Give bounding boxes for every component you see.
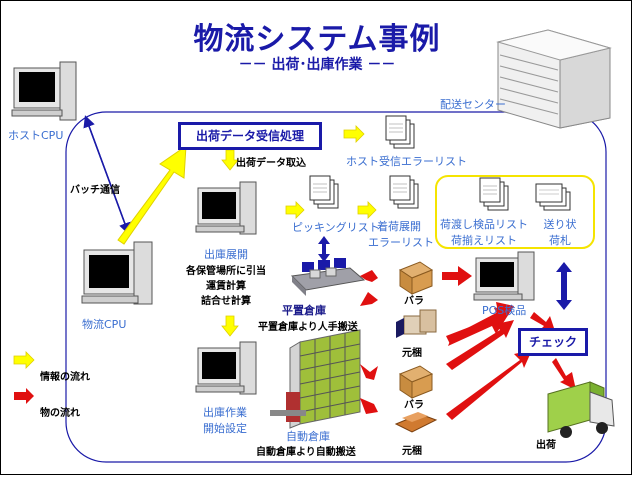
box-icon: [394, 412, 438, 433]
shipping-data-process-box: 出荷データ受信処理: [178, 122, 322, 150]
shipping-expand-line4: 詰合せ計算: [201, 296, 251, 307]
logistics-computer-icon: [81, 241, 153, 305]
batch-comm-label: バッチ通信: [70, 185, 120, 196]
truck-icon: [547, 381, 615, 438]
picking-link-arrow: [318, 236, 330, 262]
bara-label-2: バラ: [404, 400, 424, 411]
arrival-error-list-line2: エラーリスト: [368, 236, 434, 249]
pos-inspection-label: POS検品: [482, 304, 527, 317]
shipping-expand-label: 出庫展開 各保管場所に引当 運賃計算 詰合せ計算: [170, 246, 282, 307]
invoice-line2: 荷札: [549, 234, 571, 247]
bara-label-1: バラ: [404, 296, 424, 307]
delivery-list-line1: 荷渡し検品リスト: [440, 218, 528, 231]
shipping-computer-icon: [195, 181, 257, 235]
motokon-label-2: 元梱: [402, 446, 422, 457]
pos-computer-icon: [473, 251, 535, 301]
output-documents-box: [435, 175, 595, 249]
arrival-error-list-label: 着荷展開 エラーリスト: [368, 218, 434, 250]
arrival-error-list-line1: 着荷展開: [377, 220, 421, 233]
info-flow-arrows: [13, 125, 377, 369]
flat-warehouse-icon: [290, 258, 366, 296]
invoice-line1: 送り状: [543, 218, 577, 231]
shipping-expand-line1: 出庫展開: [204, 248, 248, 261]
shipping-data-fetch-label: 出荷データ取込: [236, 158, 306, 169]
host-computer-icon: [11, 61, 77, 121]
auto-warehouse-label: 自動倉庫: [286, 430, 330, 443]
picking-list-label: ピッキングリスト: [292, 221, 380, 234]
shipment-label: 出荷: [536, 440, 556, 451]
document-icon: [535, 183, 571, 211]
shipping-start-line2: 開始設定: [203, 422, 247, 435]
shipping-start-label: 出庫作業 開始設定: [190, 404, 260, 436]
check-box: チェック: [518, 328, 588, 356]
legend-goods-label: 物の流れ: [40, 408, 80, 419]
legend-info-label: 情報の流れ: [40, 372, 90, 383]
start-computer-icon: [195, 341, 257, 395]
delivery-list-line2: 荷揃えリスト: [451, 234, 517, 247]
logistics-cpu-label: 物流CPU: [82, 318, 127, 331]
auto-warehouse-note: 自動倉庫より自動搬送: [256, 447, 356, 458]
shipping-expand-line2: 各保管場所に引当: [186, 266, 266, 277]
invoice-label: 送り状 荷札: [532, 216, 588, 248]
auto-warehouse-icon: [270, 329, 361, 429]
box-icon: [398, 365, 434, 399]
distribution-center-label: 配送センター: [440, 98, 506, 111]
distribution-center-boundary: [65, 111, 607, 463]
box-icons: [394, 261, 438, 433]
delivery-list-label: 荷渡し検品リスト 荷揃えリスト: [438, 216, 530, 248]
shipping-start-line1: 出庫作業: [203, 406, 247, 419]
invoice-link-arrow: [556, 262, 572, 310]
goods-flow-arrows: [14, 266, 576, 420]
flat-warehouse-note: 平置倉庫より人手搬送: [258, 322, 358, 333]
page-title: 物流システム事例: [193, 22, 441, 57]
host-error-list-label: ホスト受信エラーリスト: [346, 155, 467, 168]
building-icon: [496, 29, 612, 129]
host-cpu-label: ホストCPU: [8, 129, 64, 142]
shipping-expand-line3: 運賃計算: [206, 281, 246, 292]
box-icon: [398, 261, 434, 295]
motokon-label-1: 元梱: [402, 348, 422, 359]
flat-warehouse-label: 平置倉庫: [282, 304, 326, 317]
page-subtitle: －－ 出荷･出庫作業 －－: [238, 57, 396, 73]
box-icon: [396, 309, 437, 338]
